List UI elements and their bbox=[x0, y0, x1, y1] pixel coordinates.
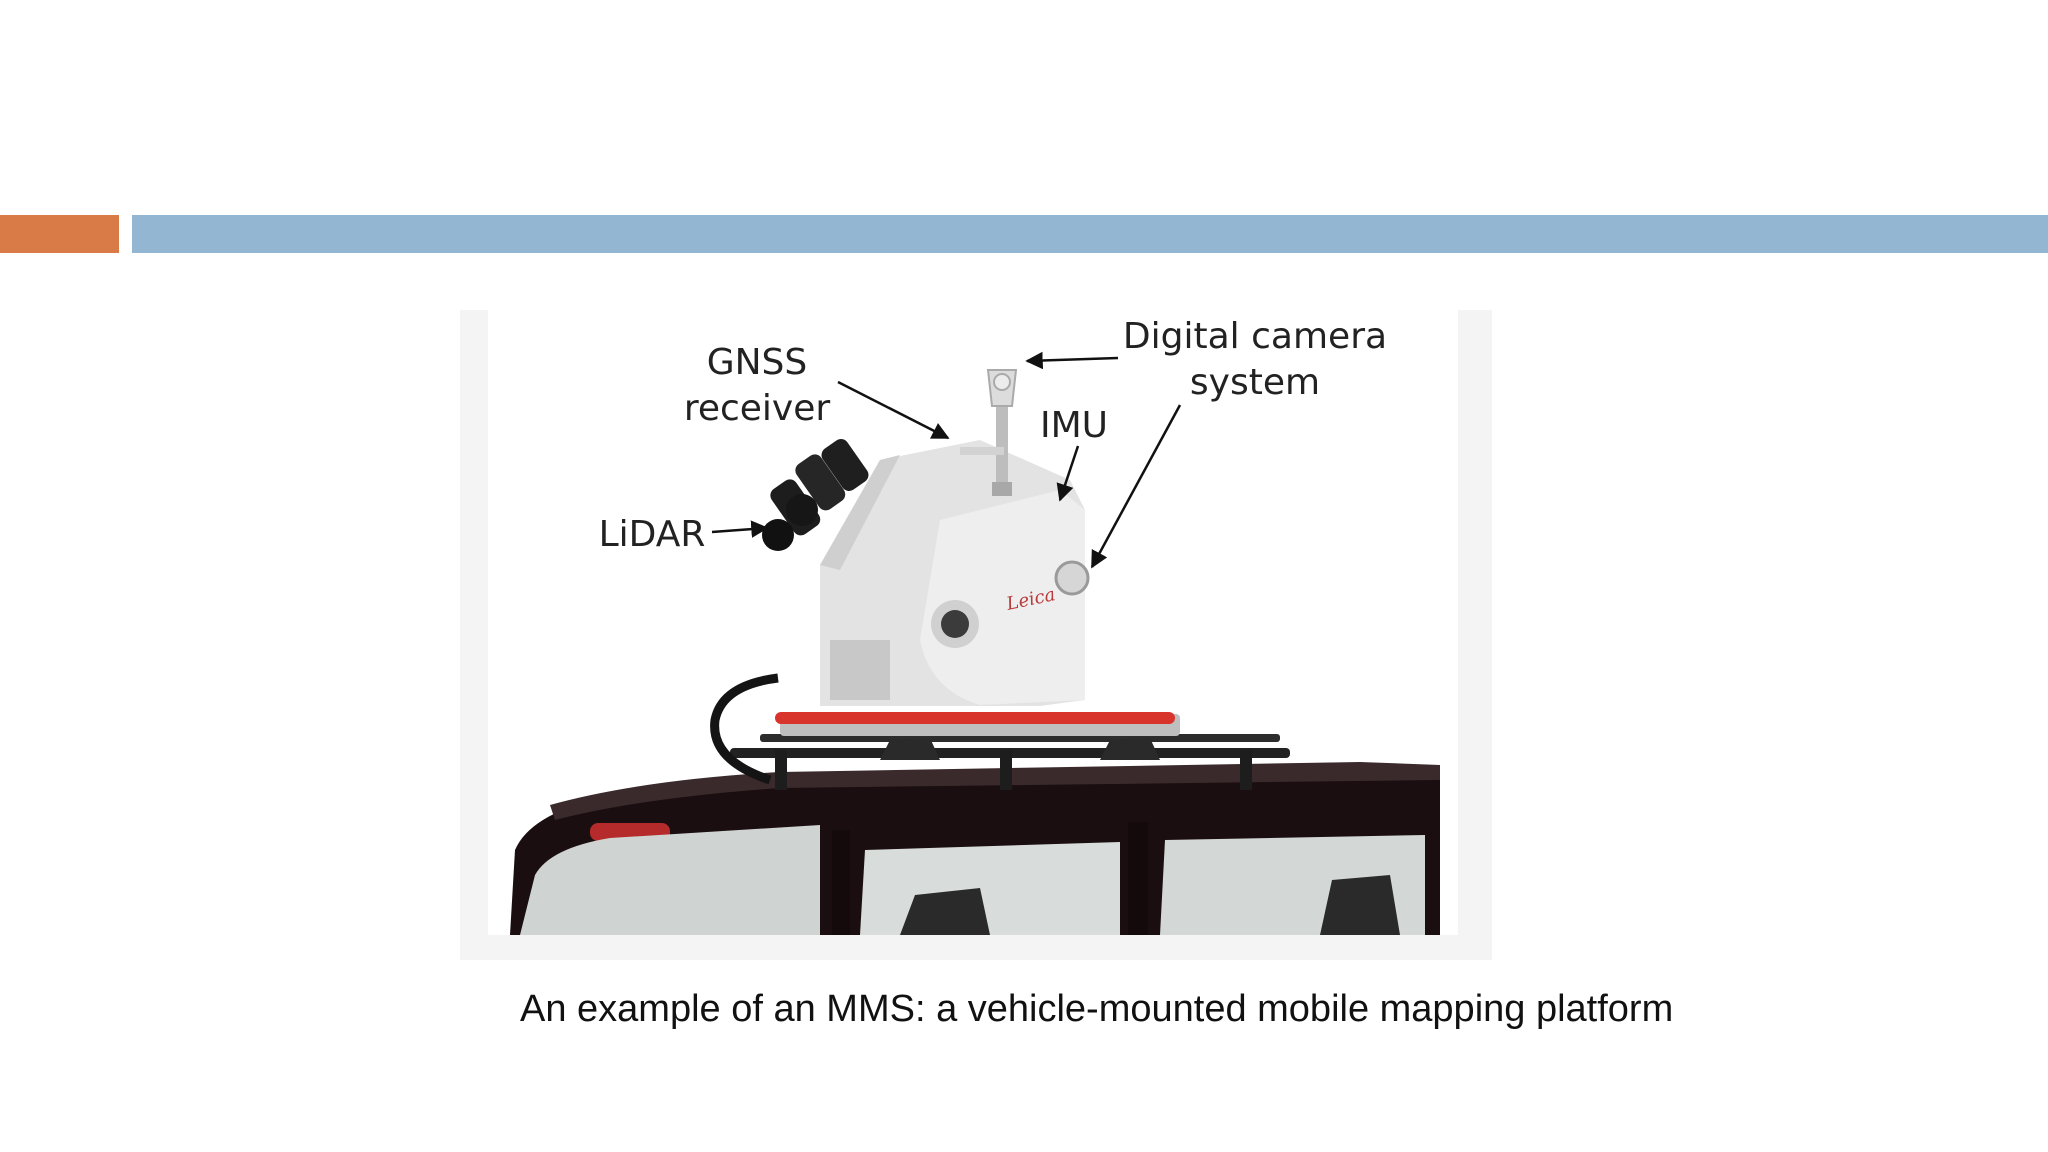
car bbox=[510, 762, 1440, 935]
camera-label-line1: Digital camera bbox=[1123, 316, 1387, 357]
mms-illustration: Leica GNSS receiver IMU Digital camera s… bbox=[460, 310, 1492, 960]
figure-caption: An example of an MMS: a vehicle-mounted … bbox=[520, 988, 1674, 1030]
lidar-arrow bbox=[711, 520, 769, 538]
sensor-unit: Leica bbox=[762, 369, 1090, 706]
camera-label-line2: system bbox=[1190, 362, 1320, 403]
accent-bar-blue bbox=[132, 215, 2048, 253]
gnss-label-line2: receiver bbox=[684, 388, 831, 429]
accent-bar-orange bbox=[0, 215, 119, 253]
mms-figure: Leica GNSS receiver IMU Digital camera s… bbox=[460, 310, 1492, 960]
camera-top-arrow bbox=[1025, 351, 1119, 370]
camera-side-arrow bbox=[1090, 404, 1182, 569]
imu-label: IMU bbox=[1040, 405, 1108, 446]
imu-arrow bbox=[1056, 445, 1080, 502]
lidar-label: LiDAR bbox=[599, 514, 706, 555]
gnss-label-line1: GNSS bbox=[707, 342, 808, 383]
gnss-arrow bbox=[837, 380, 950, 440]
